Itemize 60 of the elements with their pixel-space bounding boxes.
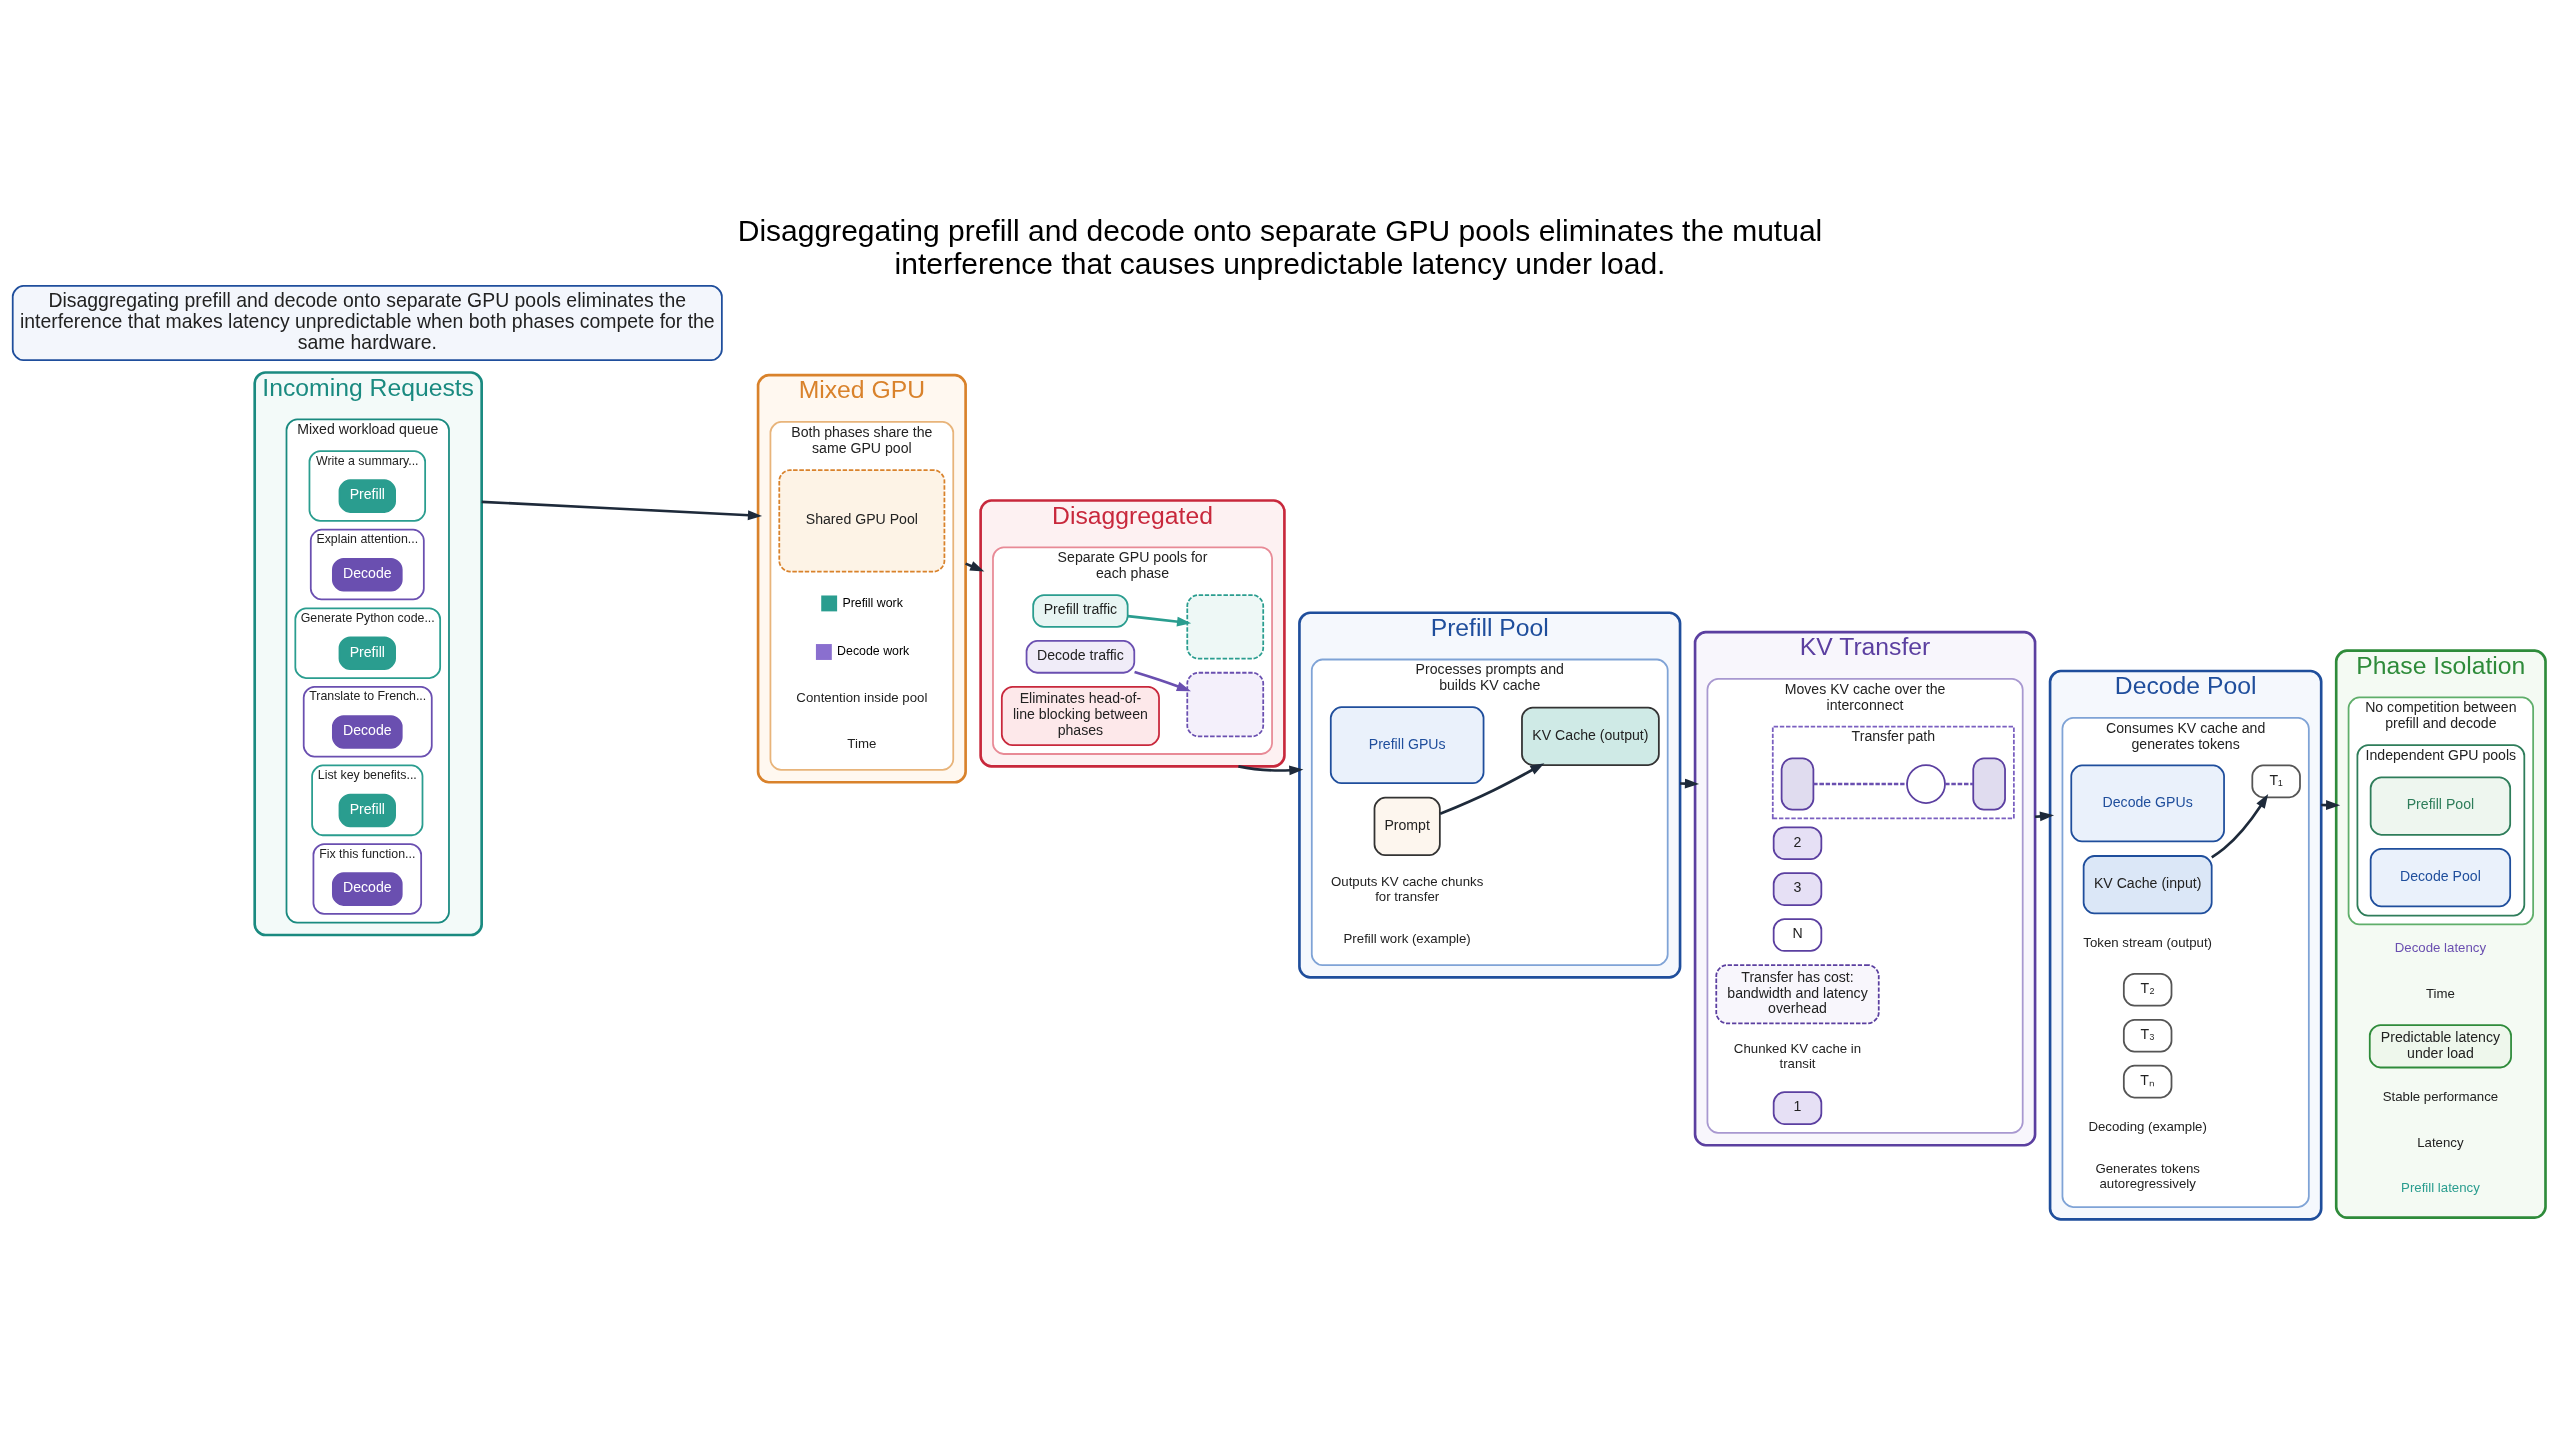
- label: Stable performance: [2382, 1088, 2499, 1104]
- node-box: Prefill Pool: [2369, 776, 2512, 836]
- label: Contention inside pool: [796, 690, 928, 706]
- node-box: 1: [1772, 1091, 1823, 1125]
- node-box: 2: [1772, 826, 1823, 860]
- arrow: [1238, 765, 1304, 776]
- node-box: Decode: [331, 557, 403, 592]
- node-box: [1186, 671, 1265, 738]
- legend-label: Prefill work: [842, 595, 903, 610]
- node-box: Decode Pool: [2369, 848, 2512, 908]
- node-box: Prefill traffic: [1032, 594, 1129, 628]
- node-box: T₃: [2122, 1018, 2173, 1053]
- node-box: N: [1772, 918, 1823, 952]
- arrow: [1127, 614, 1192, 627]
- connector: [1945, 782, 1974, 786]
- node-box: Decode GPUs: [2070, 764, 2225, 843]
- node-box: Eliminates head-of-line blocking between phases: [1000, 686, 1160, 747]
- node-box: Shared GPU Pool: [778, 469, 946, 573]
- cluster: Transfer path: [1771, 725, 2015, 820]
- node-box: Predictable latency under load: [2368, 1024, 2512, 1069]
- node-box: [1186, 594, 1265, 660]
- node-box: 3: [1772, 872, 1823, 906]
- arrow: [1134, 670, 1191, 692]
- node-box: [1780, 757, 1815, 811]
- label: Token stream (output): [2083, 934, 2213, 950]
- node-box: Prefill: [338, 636, 396, 671]
- node-box: T₁: [2251, 764, 2301, 799]
- arrow: [2211, 794, 2269, 859]
- label: Decoding (example): [2088, 1118, 2207, 1134]
- label: Prefill latency: [2401, 1180, 2480, 1196]
- node-box: KV Cache (input): [2082, 855, 2213, 915]
- node-box: Decode: [331, 872, 403, 906]
- node-box: Prefill: [338, 479, 396, 513]
- node-box: Decode traffic: [1025, 640, 1136, 674]
- connector: [1813, 782, 1907, 786]
- node-box: Disaggregating prefill and decode onto separate GPU pools eliminates the interference that makes latency unpredictable when both phases compete for the same hardware.: [11, 285, 723, 361]
- node-box: Transfer has cost: bandwidth and latency overhead: [1715, 964, 1880, 1025]
- node-box: Prompt: [1373, 796, 1441, 856]
- label: Generates tokens autoregressively: [2095, 1161, 2200, 1192]
- arrow: [481, 500, 763, 521]
- legend-label: Decode work: [837, 644, 910, 659]
- label: Decode latency: [2394, 940, 2487, 956]
- label: Chunked KV cache in transit: [1733, 1041, 1862, 1072]
- node-box: Tₙ: [2122, 1064, 2173, 1099]
- node-box: [1972, 757, 2006, 811]
- node-box: Prefill: [338, 793, 396, 828]
- node-box: T₂: [2122, 973, 2173, 1007]
- label: Time: [847, 736, 877, 752]
- label: Latency: [2417, 1134, 2464, 1150]
- arrow: [1439, 763, 1545, 816]
- node-box: Decode: [331, 715, 403, 749]
- node-box: Prefill GPUs: [1329, 706, 1485, 785]
- arrow: [1680, 778, 1700, 789]
- label: Time: [2425, 986, 2455, 1002]
- diagram-title: Disaggregating prefill and decode onto separate GPU pools eliminates the mutual interference that causes unpredictable latency under load.: [737, 214, 1823, 280]
- node-circle: [1906, 764, 1946, 804]
- label: Prefill work (example): [1343, 931, 1471, 947]
- label: Outputs KV cache chunks for transfer: [1331, 873, 1484, 904]
- node-box: KV Cache (output): [1521, 706, 1660, 766]
- arrow: [2035, 811, 2055, 822]
